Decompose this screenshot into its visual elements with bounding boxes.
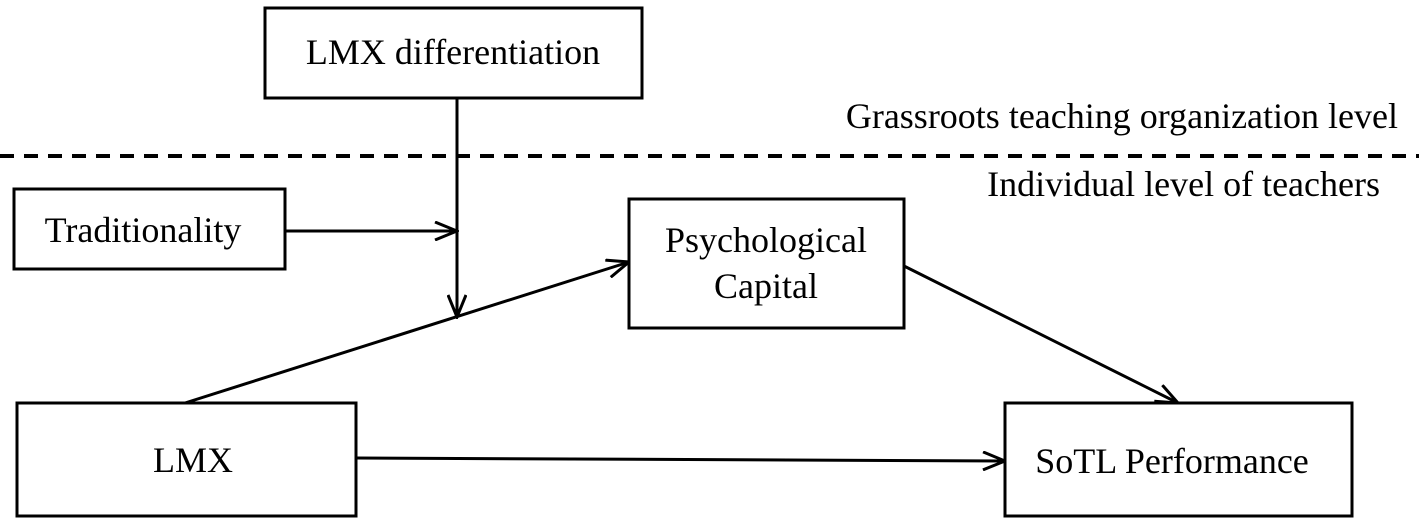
node-traditionality: Traditionality	[12, 187, 287, 271]
arrow-psychological-capital-to-sotl	[903, 264, 1178, 403]
level-label-grassroots: Grassroots teaching organization level	[846, 96, 1398, 136]
arrow-lmx-to-sotl	[355, 458, 1005, 461]
node-psychological-capital-label-line2: Capital	[714, 266, 818, 306]
node-lmx-label: LMX	[153, 440, 233, 480]
node-lmx: LMX	[15, 401, 358, 518]
node-psychological-capital: Psychological Capital	[627, 197, 906, 330]
node-lmx-differentiation-label: LMX differentiation	[306, 32, 600, 72]
arrow-lmx-to-psychological-capital	[184, 262, 629, 405]
node-lmx-differentiation: LMX differentiation	[263, 6, 644, 100]
node-sotl-performance: SoTL Performance	[1003, 401, 1354, 518]
node-psychological-capital-label-line1: Psychological	[665, 220, 867, 260]
level-label-individual: Individual level of teachers	[987, 164, 1380, 204]
node-traditionality-label: Traditionality	[45, 210, 242, 250]
node-sotl-performance-label: SoTL Performance	[1035, 441, 1309, 481]
